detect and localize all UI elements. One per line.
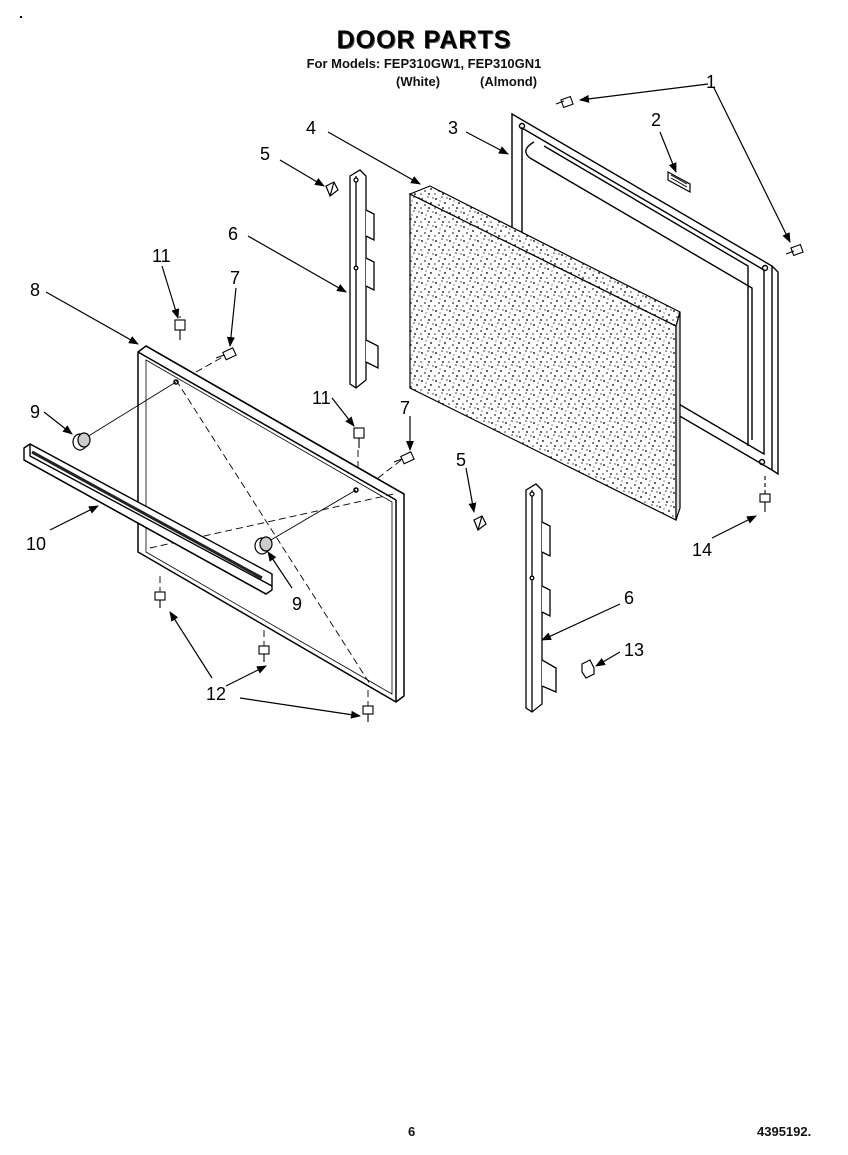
models-line: For Models: FEP310GW1, FEP310GN1 — [306, 56, 542, 71]
color-white-label: (White) — [396, 74, 441, 89]
document-number: 4395192. — [757, 1124, 812, 1139]
spacer-right — [254, 536, 273, 555]
callout-7-lower: 7 — [400, 398, 410, 418]
callout-3: 3 — [448, 118, 458, 138]
callout-7-upper: 7 — [230, 268, 240, 288]
outer-door-panel — [137, 345, 405, 703]
callout-10: 10 — [26, 534, 46, 554]
callout-9-right: 9 — [292, 594, 302, 614]
scan-speck — [20, 16, 22, 18]
screw-7-lower — [393, 451, 415, 465]
leader-lines — [43, 83, 791, 719]
assembly-guide-lines — [81, 316, 405, 706]
callout-11-upper: 11 — [152, 246, 171, 266]
label-plate — [667, 170, 691, 194]
callout-5-upper: 5 — [260, 144, 270, 164]
callout-6-lower: 6 — [624, 588, 634, 608]
callout-8: 8 — [30, 280, 40, 300]
insulation-block — [408, 185, 681, 521]
spacer-left — [72, 432, 91, 451]
screw-12-middle — [258, 645, 270, 662]
screw-11-upper — [174, 319, 186, 340]
hinge-clip-upper — [325, 181, 339, 197]
screw-11-lower — [353, 427, 365, 448]
callout-13: 13 — [624, 640, 644, 660]
callout-5-lower: 5 — [456, 450, 466, 470]
door-stop-bumper — [581, 659, 595, 679]
screw-12-right — [362, 705, 374, 722]
callout-4: 4 — [306, 118, 316, 138]
callout-1: 1 — [706, 72, 716, 92]
screw-12-left — [154, 591, 166, 608]
door-hinge-channel-lower — [525, 483, 557, 713]
callout-2: 2 — [651, 110, 661, 130]
door-hinge-channel-upper — [349, 169, 379, 389]
callout-12: 12 — [206, 684, 226, 704]
handle-trim — [23, 443, 273, 595]
page-number: 6 — [408, 1124, 416, 1139]
screw-14 — [759, 476, 771, 512]
callout-6-upper: 6 — [228, 224, 238, 244]
screw-1-lower — [785, 243, 804, 257]
page-title: DOOR PARTS — [336, 26, 512, 54]
screw-7-upper — [215, 347, 237, 361]
callout-9-left: 9 — [30, 402, 40, 422]
screw-1-upper — [555, 95, 574, 109]
hinge-clip-lower — [473, 515, 487, 531]
callout-14: 14 — [692, 540, 712, 560]
color-almond-label: (Almond) — [480, 74, 538, 89]
callout-11-lower: 11 — [312, 388, 331, 408]
